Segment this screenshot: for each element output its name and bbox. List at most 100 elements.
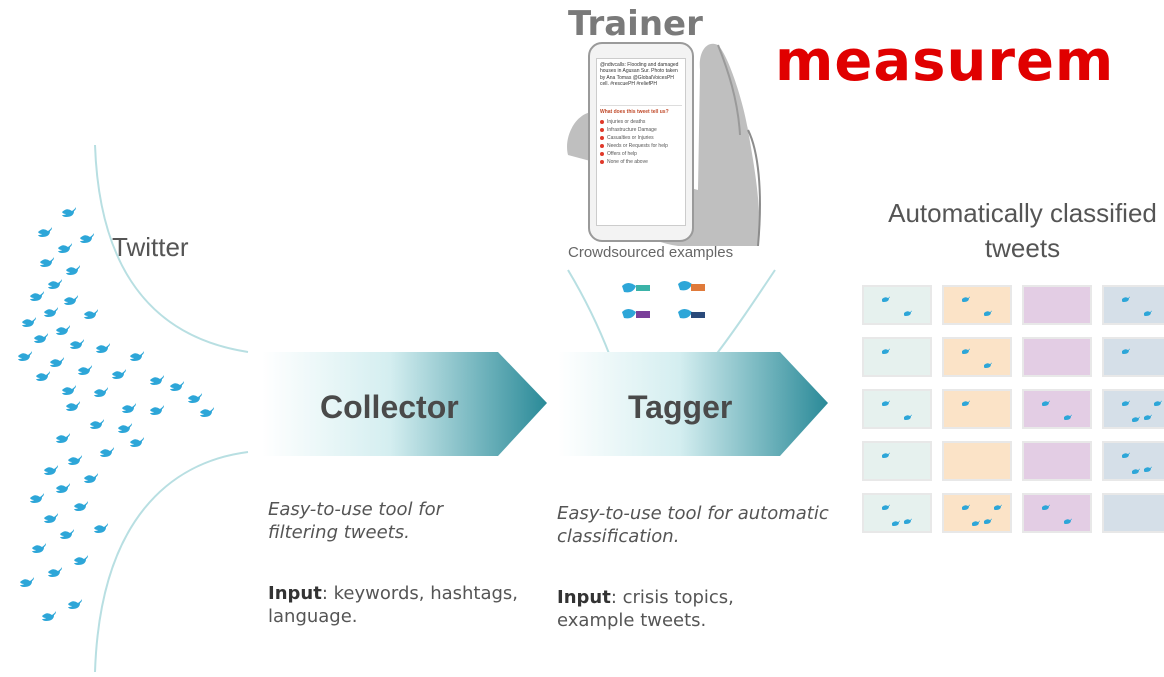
twitter-bird-icon bbox=[200, 407, 214, 417]
twitter-bird-icon bbox=[892, 520, 900, 526]
twitter-bird-icon bbox=[50, 357, 64, 367]
classified-cell bbox=[1102, 493, 1164, 533]
twitter-bird-icon bbox=[96, 343, 110, 353]
twitter-bird-icon bbox=[94, 523, 108, 533]
phone-option-label: Casualties or Injuries bbox=[607, 135, 654, 141]
tagger-input-label: Input bbox=[557, 587, 611, 608]
collector-input-text: : keywords, hashtags, language. bbox=[268, 583, 519, 628]
collector-input-label: Input bbox=[268, 583, 322, 604]
twitter-bird-icon bbox=[66, 265, 80, 275]
classified-cell bbox=[1102, 441, 1164, 481]
overlay-title: measurem bbox=[775, 29, 1115, 94]
classified-cell bbox=[942, 493, 1012, 533]
twitter-bird-icon bbox=[62, 207, 76, 217]
twitter-bird-icon bbox=[84, 309, 98, 319]
phone-option-item[interactable]: Infrastructure Damage bbox=[600, 126, 682, 134]
twitter-bird-icon bbox=[1132, 416, 1140, 422]
twitter-bird-icon bbox=[36, 371, 50, 381]
funnel-upper-curve bbox=[94, 144, 249, 353]
twitter-bird-icon bbox=[130, 437, 144, 447]
tagger-input: Input: crisis topics, example tweets. bbox=[557, 586, 797, 633]
twitter-bird-icon bbox=[122, 403, 136, 413]
example-tweet-orange bbox=[678, 281, 705, 291]
twitter-bird-icon bbox=[962, 348, 970, 354]
twitter-bird-icon bbox=[44, 465, 58, 475]
twitter-bird-icon bbox=[1132, 468, 1140, 474]
twitter-bird-icon bbox=[904, 414, 912, 420]
twitter-bird-icon bbox=[1122, 348, 1130, 354]
twitter-bird-icon bbox=[962, 296, 970, 302]
phone-option-item[interactable]: Needs or Requests for help bbox=[600, 142, 682, 150]
twitter-bird-icon bbox=[60, 529, 74, 539]
phone-tweet-text: @ndtvcalls: Flooding and damaged houses … bbox=[600, 62, 679, 87]
classified-cell bbox=[942, 389, 1012, 429]
twitter-bird-icon bbox=[42, 611, 56, 621]
twitter-bird-icon bbox=[1144, 310, 1152, 316]
twitter-bird-icon bbox=[170, 381, 184, 391]
twitter-bird-icon bbox=[68, 455, 82, 465]
twitter-bird-icon bbox=[90, 419, 104, 429]
phone-option-label: Injuries or deaths bbox=[607, 119, 646, 125]
trainer-title: Trainer bbox=[568, 4, 703, 44]
twitter-bird-icon bbox=[32, 543, 46, 553]
twitter-bird-icon bbox=[962, 400, 970, 406]
twitter-bird-icon bbox=[984, 310, 992, 316]
twitter-bird-icon bbox=[30, 291, 44, 301]
phone-option-item[interactable]: Offers of help bbox=[600, 150, 682, 158]
twitter-bird-icon bbox=[882, 452, 890, 458]
radio-dot-icon bbox=[600, 152, 604, 156]
twitter-bird-icon bbox=[18, 351, 32, 361]
twitter-bird-icon bbox=[20, 577, 34, 587]
twitter-bird-icon bbox=[78, 365, 92, 375]
phone-option-item[interactable]: None of the above bbox=[600, 158, 682, 166]
twitter-bird-icon bbox=[1064, 414, 1072, 420]
twitter-bird-icon bbox=[882, 296, 890, 302]
twitter-bird-icon bbox=[22, 317, 36, 327]
twitter-bird-icon bbox=[994, 504, 1002, 510]
crowdsourced-examples-label: Crowdsourced examples bbox=[568, 244, 734, 261]
twitter-bird-icon bbox=[882, 348, 890, 354]
twitter-bird-icon bbox=[1144, 466, 1152, 472]
twitter-bird-icon bbox=[48, 279, 62, 289]
classified-cell bbox=[862, 285, 932, 325]
twitter-bird-icon bbox=[904, 518, 912, 524]
twitter-bird-icon bbox=[1122, 296, 1130, 302]
twitter-bird-icon bbox=[94, 387, 108, 397]
twitter-bird-icon bbox=[882, 504, 890, 510]
radio-dot-icon bbox=[600, 160, 604, 164]
twitter-bird-icon bbox=[882, 400, 890, 406]
funnel-lower-curve bbox=[94, 451, 249, 673]
phone-option-item[interactable]: Casualties or Injuries bbox=[600, 134, 682, 142]
twitter-bird-icon bbox=[150, 375, 164, 385]
twitter-bird-icon bbox=[150, 405, 164, 415]
example-tweet-purple bbox=[622, 309, 650, 319]
trainer-phone-hand: @ndtvcalls: Flooding and damaged houses … bbox=[558, 40, 768, 246]
twitter-bird-icon bbox=[904, 310, 912, 316]
phone-screen: @ndtvcalls: Flooding and damaged houses … bbox=[596, 58, 686, 226]
phone-question: What does this tweet tell us? bbox=[600, 109, 669, 115]
twitter-bird-icon bbox=[80, 233, 94, 243]
phone-option-label: Needs or Requests for help bbox=[607, 143, 668, 149]
twitter-bird-icon bbox=[34, 333, 48, 343]
phone-option-item[interactable]: Injuries or deaths bbox=[600, 118, 682, 126]
collector-label: Collector bbox=[320, 389, 459, 425]
twitter-bird-icon bbox=[1122, 452, 1130, 458]
classified-cell bbox=[1022, 493, 1092, 533]
twitter-bird-icon bbox=[1144, 414, 1152, 420]
classified-cell bbox=[1022, 337, 1092, 377]
classified-cell bbox=[862, 337, 932, 377]
twitter-bird-icon bbox=[984, 518, 992, 524]
twitter-bird-icon bbox=[1154, 400, 1162, 406]
twitter-birds-scatter bbox=[18, 207, 214, 621]
classified-cell bbox=[1022, 285, 1092, 325]
classified-cell bbox=[942, 441, 1012, 481]
twitter-bird-icon bbox=[1042, 400, 1050, 406]
tagger-label: Tagger bbox=[628, 389, 733, 425]
radio-dot-icon bbox=[600, 144, 604, 148]
crowd-funnel-right bbox=[714, 269, 776, 357]
twitter-bird-icon bbox=[984, 362, 992, 368]
tagger-description: Easy-to-use tool for automatic classific… bbox=[557, 503, 829, 548]
twitter-bird-icon bbox=[1064, 518, 1072, 524]
